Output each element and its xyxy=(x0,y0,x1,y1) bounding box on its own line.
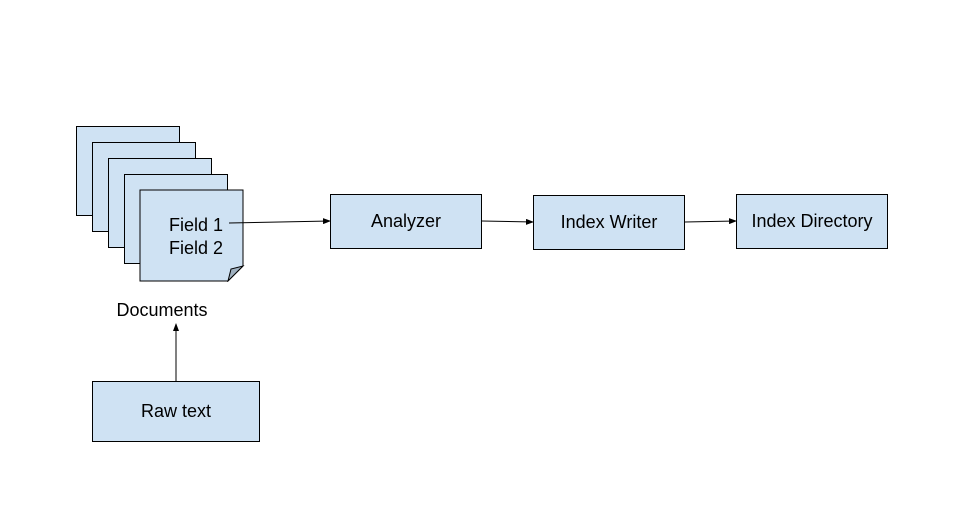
document-field-1: Field 1 xyxy=(168,215,224,235)
raw-text-box: Raw text xyxy=(92,381,260,442)
documents-label: Documents xyxy=(116,300,208,320)
index-directory-box: Index Directory xyxy=(736,194,888,249)
arrow-index-writer-to-index-directory xyxy=(684,218,737,225)
front-document xyxy=(139,189,245,282)
analyzer-label: Analyzer xyxy=(370,211,442,231)
arrow-documents-to-analyzer xyxy=(228,218,331,225)
index-writer-box: Index Writer xyxy=(533,195,685,250)
raw-text-label: Raw text xyxy=(140,401,212,421)
arrow-analyzer-to-index-writer xyxy=(481,218,534,225)
analyzer-box: Analyzer xyxy=(330,194,482,249)
index-directory-label: Index Directory xyxy=(751,211,873,231)
document-field-2: Field 2 xyxy=(168,238,224,258)
index-writer-label: Index Writer xyxy=(560,212,658,232)
folded-corner-icon xyxy=(227,265,245,282)
